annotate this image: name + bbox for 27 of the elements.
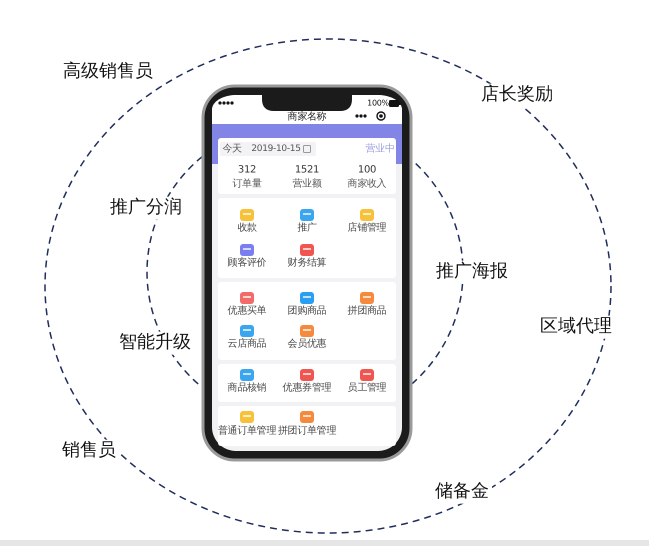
date-filter: 今天 — [222, 143, 242, 155]
menu-label: 优惠券管理 — [282, 382, 332, 394]
stat-value: 1521 — [294, 164, 320, 176]
battery-text: 100% — [367, 98, 389, 108]
stat-label: 订单量 — [232, 178, 262, 190]
menu-label: 推广 — [297, 222, 317, 234]
menu-label: 会员优惠 — [288, 338, 326, 350]
menu-label: 优惠买单 — [228, 305, 266, 317]
menu-label: 顾客评价 — [228, 257, 266, 269]
menu-label: 店铺管理 — [348, 222, 386, 234]
menu-label: 收款 — [237, 222, 257, 234]
menu-label: 财务结算 — [288, 257, 326, 269]
stat-value: 312 — [238, 164, 256, 176]
page-title: 商家名称 — [288, 111, 326, 123]
menu-label: 普通订单管理 — [218, 425, 276, 437]
date-text: 2019-10-15 — [251, 144, 301, 154]
menu-label: 拼团订单管理 — [278, 425, 336, 437]
stat-label: 商家收入 — [348, 178, 386, 190]
menu-label: 团购商品 — [288, 305, 326, 317]
menu-label: 商品核销 — [228, 382, 266, 394]
feature-label: 储备金 — [432, 480, 492, 504]
menu-label: 云店商品 — [228, 338, 266, 350]
stat-value: 100 — [358, 164, 376, 176]
menu-label: 员工管理 — [348, 382, 386, 394]
stat-label: 营业额 — [292, 178, 322, 190]
menu-label: 拼团商品 — [348, 305, 386, 317]
status-text: 营业中 — [365, 143, 395, 155]
